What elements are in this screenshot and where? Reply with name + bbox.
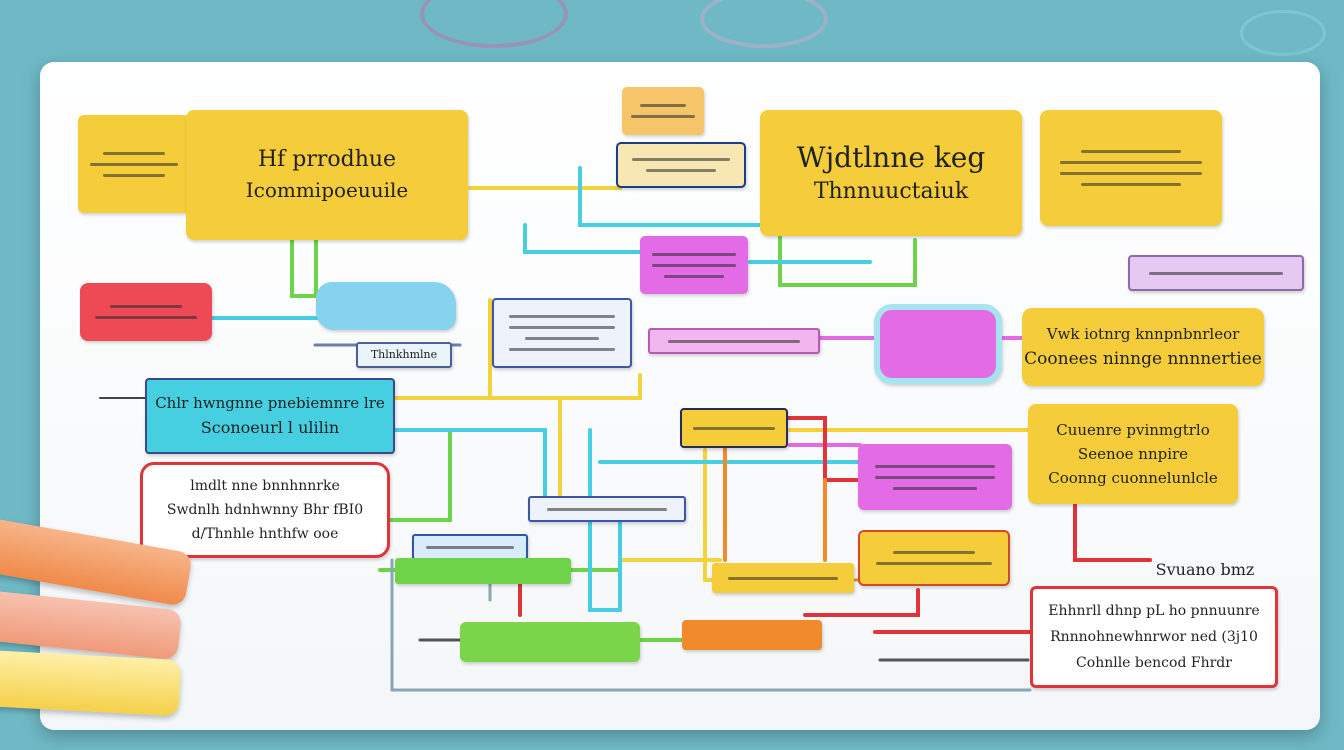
note-text: Wjdtlnne keg xyxy=(796,141,986,174)
pencil-yellow xyxy=(0,649,182,717)
sticky-note-red-left xyxy=(80,283,212,341)
sticky-note-magenta-top xyxy=(640,236,748,294)
note-text: Chlr hwngnne pnebiemnre lre xyxy=(155,394,385,412)
sticky-note-magenta-center-right xyxy=(858,444,1012,510)
sticky-note-sketch-bottom xyxy=(528,496,686,522)
sticky-note-yellow-far-right xyxy=(1040,110,1222,226)
sticky-note-yellow-right-2: Cuuenre pvinmgtrlo Seenoe nnpire Coonng … xyxy=(1028,404,1238,504)
note-text: Svuano bmz xyxy=(1155,560,1255,579)
background-doodle xyxy=(1240,10,1326,56)
note-text: Icommipoeuuile xyxy=(245,178,409,202)
sticky-note-small-top xyxy=(622,87,704,135)
note-text: d/Thnhle hnthfw ooe xyxy=(191,526,339,542)
note-text: Coonees ninnge nnnnertiee xyxy=(1024,349,1262,369)
note-text: Thnnuuctaiuk xyxy=(813,179,969,204)
note-text: Thlnkhmlne xyxy=(370,348,438,361)
sticky-note-yellow-main-right: Wjdtlnne keg Thnnuuctaiuk xyxy=(760,110,1022,236)
sticky-note-yellow-small-center xyxy=(680,408,788,448)
note-text: Hf prrodhue xyxy=(257,147,397,172)
note-text: Sconoeurl l ulilin xyxy=(200,418,340,437)
note-text: Vwk iotnrg knnpnbnrleor xyxy=(1046,325,1240,343)
note-text: Ehhnrll dhnp pL ho pnnuunre xyxy=(1048,603,1260,619)
note-text: Cohnlle bencod Fhrdr xyxy=(1076,655,1232,671)
background-doodle xyxy=(700,0,828,48)
note-text: Cuuenre pvinmgtrlo xyxy=(1056,421,1210,439)
sticky-note-magenta-strip xyxy=(648,328,820,354)
sticky-note-magenta-bubble xyxy=(874,304,1002,384)
sticky-note-green-bottom xyxy=(460,622,640,662)
sticky-note-yellow-main-left: Hf prrodhue Icommipoeuuile xyxy=(186,110,468,240)
sticky-note-sketch-center xyxy=(492,298,632,368)
sticky-note-orange-bottom xyxy=(682,620,822,650)
sticky-note-yellow-strip xyxy=(712,563,854,593)
note-text: Rnnnohnewhnrwor ned (3j10 xyxy=(1050,629,1258,645)
note-text: Swdnlh hdnhwnny Bhr fBI0 xyxy=(166,502,364,518)
note-text: Coonng cuonnelunlcle xyxy=(1048,469,1218,487)
note-text: Seenoe nnpire xyxy=(1077,445,1189,463)
sticky-note-lavender-right xyxy=(1128,255,1304,291)
note-text: lmdlt nne bnnhnnrke xyxy=(190,478,340,494)
sticky-note-red-box-right: Ehhnrll dhnp pL ho pnnuunre Rnnnohnewhnr… xyxy=(1030,586,1278,688)
sticky-note-sketch-top xyxy=(616,142,746,188)
sticky-note-green-strip xyxy=(395,558,571,584)
sticky-note-yellow-bottom-center xyxy=(858,530,1010,586)
sticky-note-light-blue-cloud xyxy=(316,282,456,330)
sticky-note-small-label: Thlnkhmlne xyxy=(356,342,452,368)
sticky-note-cyan-left: Chlr hwngnne pnebiemnre lre Sconoeurl l … xyxy=(145,378,395,454)
sticky-note-yellow-small-left xyxy=(78,115,190,213)
sticky-note-red-title-right: Svuano bmz xyxy=(1150,552,1260,588)
sticky-note-small-blue-strip xyxy=(412,534,528,560)
sticky-note-red-outline-left: lmdlt nne bnnhnnrke Swdnlh hdnhwnny Bhr … xyxy=(140,462,390,558)
sticky-note-yellow-right-1: Vwk iotnrg knnpnbnrleor Coonees ninnge n… xyxy=(1022,308,1264,386)
